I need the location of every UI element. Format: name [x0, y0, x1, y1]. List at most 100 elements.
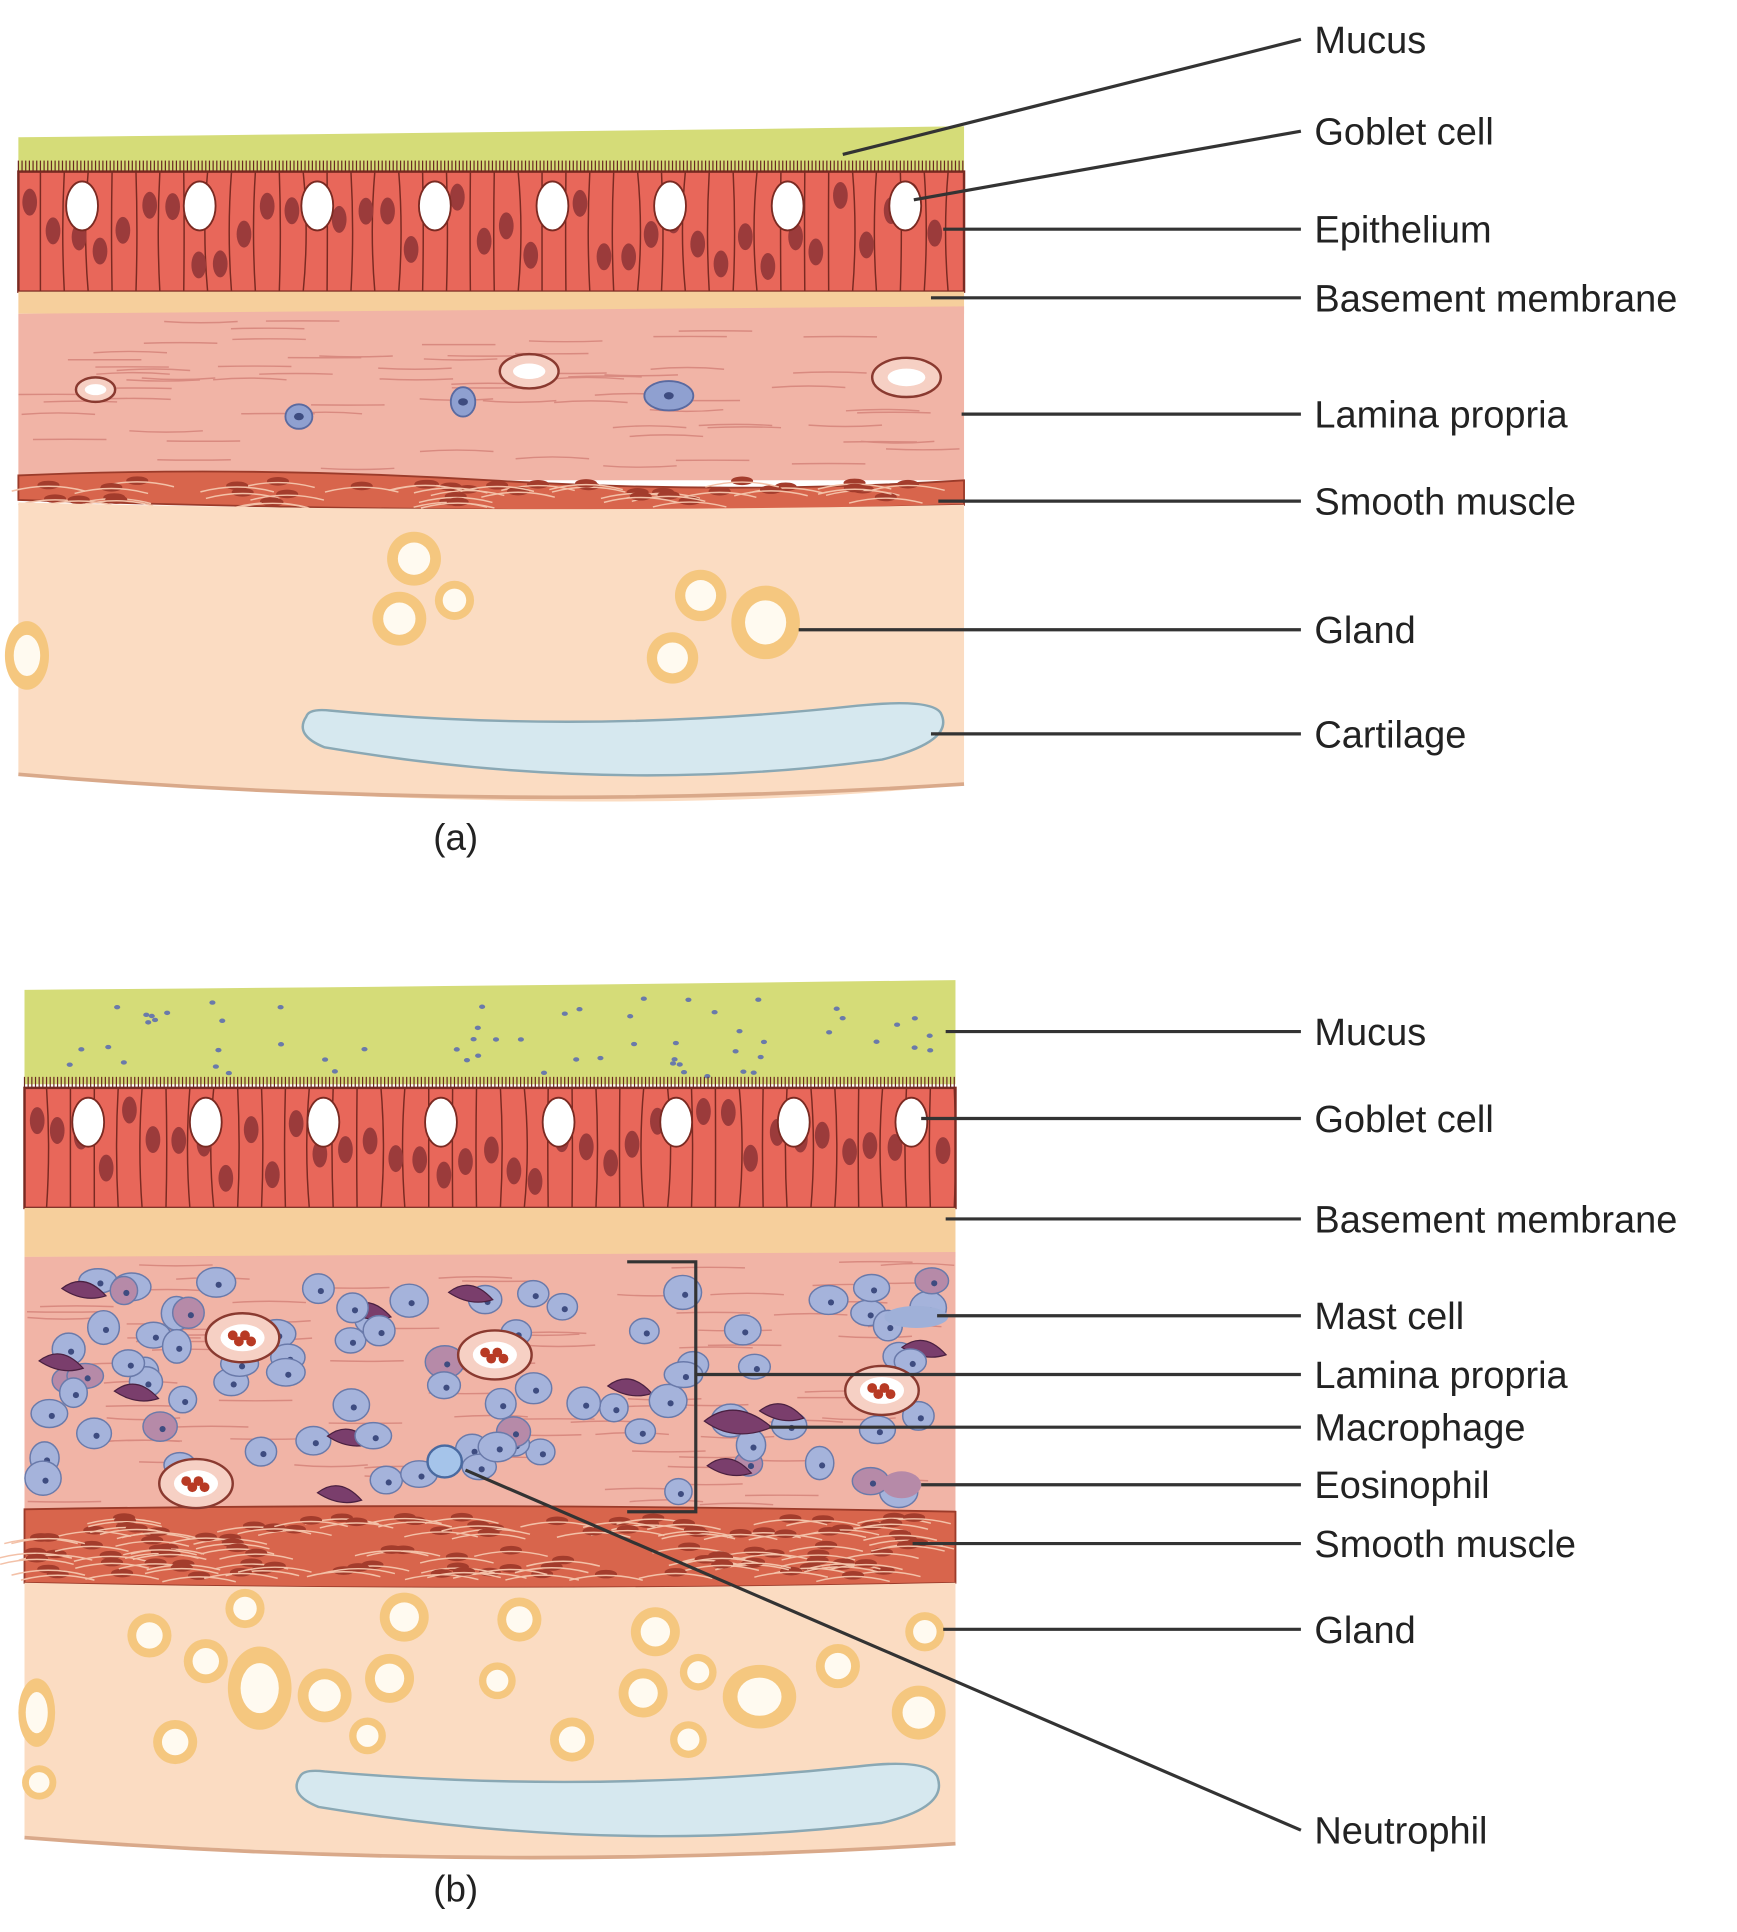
cell-nucleus: [867, 1312, 874, 1319]
muscle-fiber: [481, 491, 556, 498]
epithelial-cells: [29, 1087, 957, 1209]
cell-nucleus: [742, 1329, 749, 1336]
muscle-fiber: [11, 1569, 86, 1576]
mucus-particle: [215, 1047, 222, 1053]
muscle-nucleus: [903, 1513, 926, 1522]
muscle-nucleus: [266, 477, 290, 486]
mucus-particle: [105, 1044, 112, 1050]
red-blood-cell: [193, 1476, 204, 1486]
muscle-fiber: [420, 502, 495, 509]
cell-nucleus: [682, 1374, 690, 1381]
nucleus: [259, 192, 275, 220]
fiber: [699, 1502, 774, 1506]
cell-nucleus: [127, 1362, 134, 1369]
cell-nucleus: [819, 1462, 826, 1469]
muscle-nucleus: [44, 494, 67, 503]
mucus-particle: [750, 1070, 757, 1075]
label: Basement membrane: [1314, 278, 1677, 320]
mucus-particle: [760, 1039, 768, 1045]
muscle-nucleus: [380, 1545, 403, 1554]
lymphocyte: [362, 1314, 396, 1347]
cell-nucleus: [123, 1289, 130, 1297]
nucleus: [690, 230, 706, 258]
mucus-particle: [685, 997, 692, 1002]
muscle-fiber: [451, 1533, 526, 1540]
fiber: [164, 320, 238, 324]
lamina-propria-layer: [18, 306, 965, 481]
cell-nucleus: [317, 1288, 324, 1295]
fiber: [773, 1312, 848, 1316]
label: Eosinophil: [1314, 1465, 1489, 1507]
muscle-nucleus: [499, 1545, 523, 1555]
fiber: [671, 1266, 746, 1269]
lymphocyte: [664, 1477, 693, 1506]
cell-nucleus: [293, 412, 304, 421]
nucleus: [236, 220, 252, 248]
cell-nucleus: [876, 1429, 883, 1436]
mucus-particle: [463, 1057, 471, 1063]
muscle-nucleus: [678, 1542, 701, 1552]
cell-nucleus: [48, 1412, 55, 1420]
label: Mucus: [1314, 1012, 1426, 1054]
muscle-nucleus: [393, 1513, 416, 1522]
macrophage: [113, 1383, 160, 1402]
cell-nucleus: [385, 1479, 392, 1486]
vessel-lumen: [84, 384, 107, 396]
cell-border: [350, 171, 354, 292]
lymphocyte: [663, 1274, 703, 1311]
muscle-nucleus: [231, 487, 254, 497]
cell-nucleus: [532, 1293, 539, 1300]
lymphocyte: [477, 1431, 518, 1463]
nucleus: [737, 223, 753, 251]
muscle-nucleus: [629, 491, 652, 501]
fiber: [230, 327, 305, 330]
gland-lumen: [192, 1647, 220, 1675]
label: Smooth muscle: [1314, 1524, 1576, 1566]
lymphocyte: [369, 1465, 404, 1495]
label: Gland: [1314, 610, 1415, 652]
cell-border: [753, 171, 758, 292]
goblet-cell: [306, 1096, 341, 1148]
muscle-nucleus: [477, 1528, 500, 1537]
gland-lumen: [677, 1728, 700, 1751]
lymphocyte: [808, 1284, 849, 1316]
eosinophil: [171, 1296, 205, 1330]
muscle-fiber: [781, 1554, 856, 1561]
muscle-fiber: [854, 1523, 929, 1530]
eosinophil: [142, 1411, 178, 1442]
muscle-fiber: [526, 1560, 601, 1567]
goblet-cell: [182, 180, 217, 232]
mucus-particle: [331, 1069, 338, 1074]
cell-nucleus: [471, 1448, 478, 1455]
nucleus: [331, 205, 347, 233]
mucus-particle: [911, 1016, 918, 1021]
mucus-particle: [576, 1006, 583, 1012]
cell-border: [944, 171, 949, 292]
red-blood-cell: [199, 1482, 210, 1493]
cell-nucleus: [663, 392, 674, 400]
mucus-particle: [597, 1055, 604, 1061]
cell-border: [236, 1087, 240, 1208]
muscle-fiber: [200, 486, 275, 493]
fiber: [860, 440, 935, 444]
cell-border: [135, 171, 138, 292]
mucus-particle: [833, 1006, 840, 1011]
muscle-fiber: [306, 1571, 381, 1578]
muscle-nucleus: [450, 1512, 473, 1522]
cell-border: [306, 1087, 311, 1208]
nucleus: [212, 250, 228, 278]
nucleus: [506, 1157, 522, 1185]
muscle-nucleus: [575, 479, 598, 488]
muscle-nuclei: [0, 1512, 955, 1583]
cell-border: [45, 1087, 50, 1208]
lymphocyte: [301, 1273, 335, 1305]
muscle-fiber: [20, 1574, 95, 1581]
mucus-particle: [672, 1040, 679, 1046]
fiber: [212, 377, 287, 381]
fiber: [294, 1464, 368, 1468]
muscle-nucleus: [672, 1518, 695, 1528]
nucleus: [760, 252, 776, 280]
red-blood-cell: [480, 1347, 490, 1358]
gland-lumen: [824, 1652, 852, 1680]
red-blood-cell: [885, 1389, 896, 1400]
